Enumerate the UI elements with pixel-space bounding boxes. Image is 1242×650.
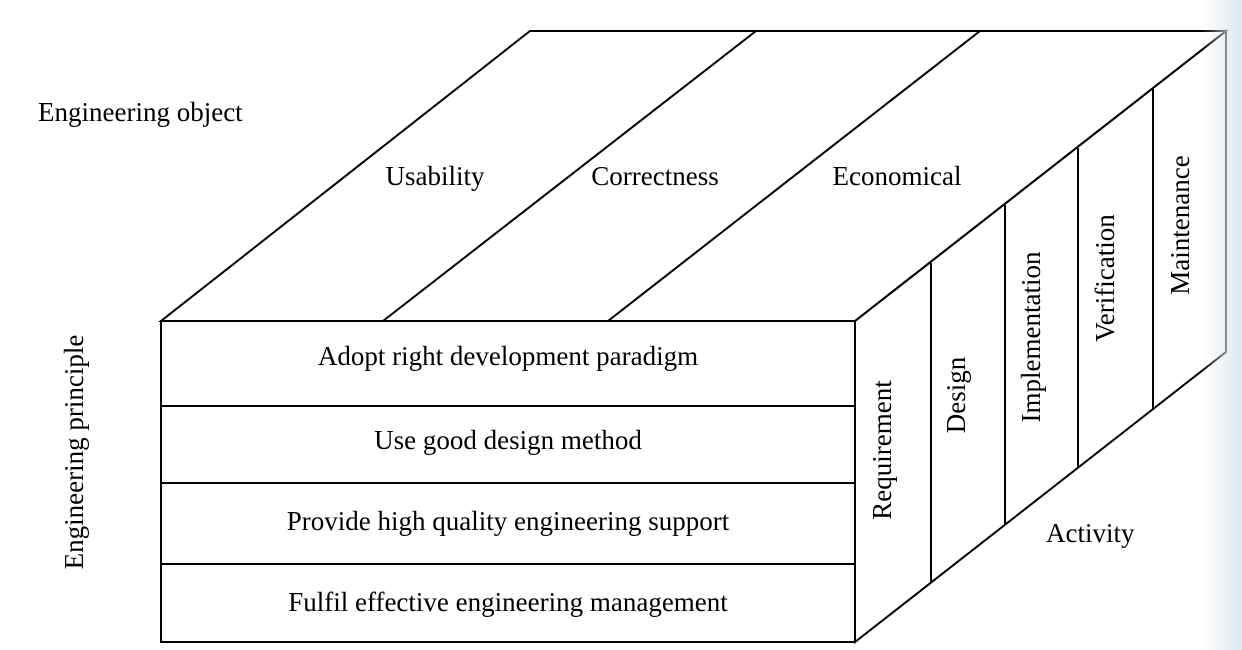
activity-label: Requirement xyxy=(867,380,897,520)
activity-label: Maintenance xyxy=(1165,155,1195,294)
axis-label-principle: Engineering principle xyxy=(59,335,89,570)
activity-label: Design xyxy=(941,356,971,433)
object-label: Usability xyxy=(386,161,485,191)
principle-label: Use good design method xyxy=(374,425,642,455)
activity-label: Implementation xyxy=(1016,251,1046,422)
top-divider-2 xyxy=(607,30,981,322)
top-divider-1 xyxy=(382,30,757,322)
object-label: Correctness xyxy=(591,161,718,191)
axis-label-activity: Activity xyxy=(1046,518,1135,548)
axis-label-object: Engineering object xyxy=(38,97,243,127)
principle-label: Adopt right development paradigm xyxy=(318,341,698,371)
activity-label: Verification xyxy=(1090,214,1120,342)
principle-label: Provide high quality engineering support xyxy=(287,506,730,536)
object-label: Economical xyxy=(833,161,962,191)
principle-label: Fulfil effective engineering management xyxy=(288,587,728,617)
